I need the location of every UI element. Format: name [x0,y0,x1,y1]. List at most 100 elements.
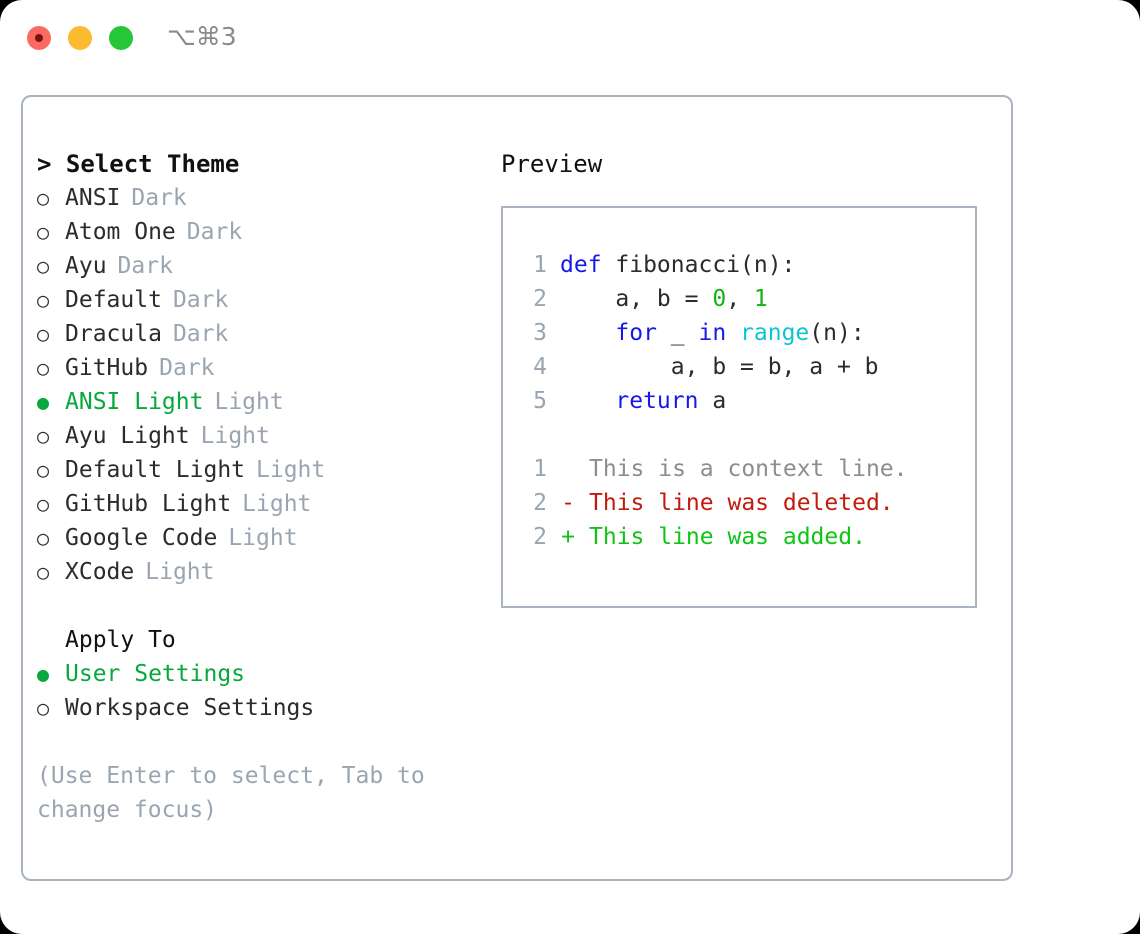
diff-line: 1 This is a context line. [517,452,975,486]
preview-title: Preview [501,150,603,178]
radio-unselected-icon: ○ [37,424,50,448]
apply-to-label: Apply To [65,627,176,653]
code-line-number: 3 [533,320,547,346]
theme-option-variant: Light [145,559,215,585]
code-token-pl: (n): [809,320,865,346]
minimize-button[interactable] [68,26,92,50]
code-line-number: 1 [533,252,547,278]
diff-line-text: This line was deleted. [589,490,894,516]
diff-line: 2-This line was deleted. [517,486,975,520]
theme-option-variant: Light [200,423,270,449]
code-token-pl: a [698,388,727,414]
code-token-kw: return [615,388,699,414]
apply-to-list: ● User Settings ○ Workspace Settings [37,657,477,725]
diff-sample: 1 This is a context line.2-This line was… [517,452,975,554]
theme-option-variant: Dark [172,287,229,313]
theme-option-variant: Dark [159,355,215,381]
theme-option-name: Ayu [65,253,107,279]
theme-option-name: GitHub Light [65,491,232,517]
code-token-num: 1 [753,286,768,312]
apply-to-option-name: User Settings [65,661,246,687]
maximize-button[interactable] [109,26,133,50]
apply-to-option-workspace-settings[interactable]: ○ Workspace Settings [37,691,477,725]
apply-to-option-name: Workspace Settings [65,695,315,721]
code-line: 3 for _ in range(n): [517,316,975,350]
select-theme-heading: > Select Theme [37,150,240,178]
radio-unselected-icon: ○ [37,560,50,584]
code-token-kw: def [560,252,602,278]
code-token-pl: fibonacci(n): [601,252,796,278]
title-bar: ⌥⌘3 [0,0,1140,78]
theme-option-name: ANSI Light [65,389,204,415]
keyboard-shortcut-label: ⌥⌘3 [167,22,237,51]
theme-option-atom-one[interactable]: ○ Atom One Dark [37,215,477,249]
theme-option-dracula[interactable]: ○ Dracula Dark [37,317,477,351]
code-token-pl: _ [656,320,699,346]
theme-option-xcode[interactable]: ○ XCode Light [37,555,477,589]
theme-option-default-light[interactable]: ○ Default Light Light [37,453,477,487]
theme-option-variant: Dark [172,321,229,347]
code-token-kw: in [698,320,727,346]
theme-option-name: Google Code [65,525,218,551]
theme-option-name: Dracula [65,321,162,347]
radio-unselected-icon: ○ [37,492,50,516]
code-line: 4 a, b = b, a + b [517,350,975,384]
code-line-text: def fibonacci(n): [547,248,795,282]
diff-line-number: 1 [533,456,547,482]
theme-option-variant: Light [256,457,326,483]
radio-unselected-icon: ○ [37,220,50,244]
theme-option-name: Atom One [65,219,176,245]
code-line: 5 return a [517,384,975,418]
radio-unselected-icon: ○ [37,696,50,720]
diff-sign [547,452,589,486]
theme-option-name: Default Light [65,457,246,483]
keyboard-hint-text: (Use Enter to select, Tab to change focu… [37,763,439,823]
theme-option-variant: Light [242,491,312,517]
radio-unselected-icon: ○ [37,458,50,482]
close-button[interactable] [27,26,51,50]
code-line-text: for _ in range(n): [547,316,865,350]
theme-option-github-light[interactable]: ○ GitHub Light Light [37,487,477,521]
code-line-text: return a [547,384,726,418]
list-spacer [37,589,477,623]
code-token-pl [726,320,740,346]
diff-line: 2+This line was added. [517,520,975,554]
theme-option-name: XCode [65,559,135,585]
theme-option-google-code[interactable]: ○ Google Code Light [37,521,477,555]
theme-option-name: GitHub [65,355,149,381]
diff-line-text: This is a context line. [589,456,908,482]
code-token-num: 0 [712,286,727,312]
radio-unselected-icon: ○ [37,526,50,550]
diff-line-text: This line was added. [589,524,866,550]
code-token-fn: range [740,320,810,346]
theme-option-variant: Dark [186,219,243,245]
radio-selected-icon: ● [37,662,50,686]
theme-option-variant: Light [228,525,298,551]
diff-sign: - [561,490,575,516]
code-line-number: 5 [533,388,547,414]
code-line-number: 2 [533,286,547,312]
diff-line-number: 2 [533,524,547,550]
theme-option-variant: Light [214,389,284,415]
theme-option-name: ANSI [65,185,121,211]
radio-unselected-icon: ○ [37,288,50,312]
apply-to-option-user-settings[interactable]: ● User Settings [37,657,477,691]
radio-unselected-icon: ○ [37,254,50,278]
code-token-pl: a, b = b, a + b [560,354,879,380]
code-line-number: 4 [533,354,547,380]
radio-unselected-icon: ○ [37,322,50,346]
code-line-text: a, b = 0, 1 [547,282,768,316]
